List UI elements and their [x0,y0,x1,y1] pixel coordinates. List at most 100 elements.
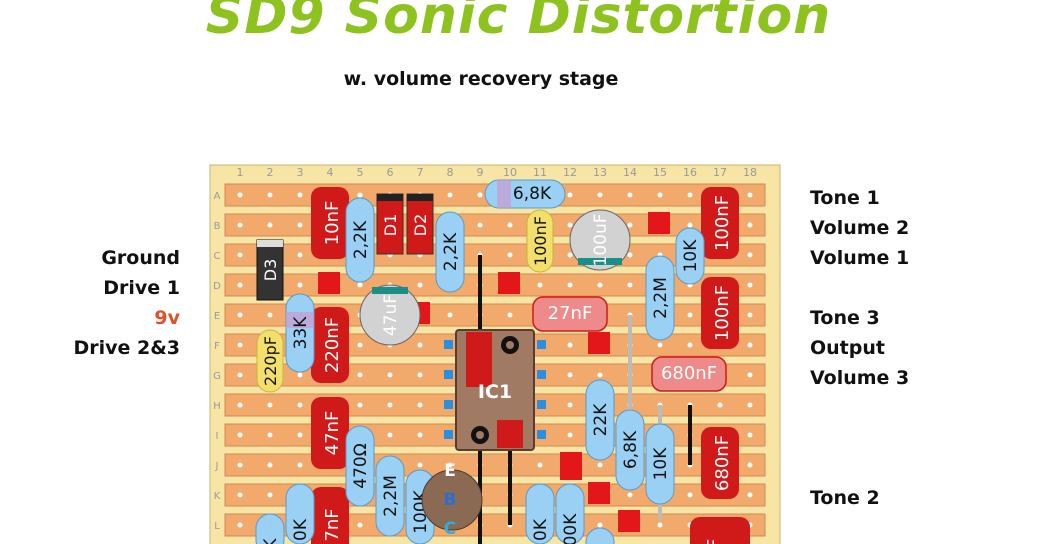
svg-text:2,2M: 2,2M [651,277,671,319]
strip-hole [297,252,303,258]
label-tone-1: Tone 1 [810,187,880,209]
strip-hole [507,312,513,318]
strip-hole [597,522,603,528]
strip-hole [717,402,723,408]
page-title: SD9 Sonic Distortion [205,0,832,46]
svg-text:27nF: 27nF [548,303,593,324]
label-tone-3: Tone 3 [810,307,880,329]
strip-hole [597,282,603,288]
capacitor-47nf: 7nF [311,487,349,544]
row-letter: B [214,221,221,232]
strip-hole [627,192,633,198]
transistor-base-label: B [444,490,457,510]
resistor-partial: 0K [285,483,315,544]
svg-text:680nF: 680nF [661,363,717,384]
resistor-6-8k: 6,8K [484,179,566,209]
strip-hole [567,372,573,378]
capacitor-680nf: 680nF [651,356,727,392]
column-number: 12 [563,166,577,179]
svg-text:100uF: 100uF [591,213,611,266]
strip-hole [597,462,603,468]
row-letter: I [216,431,219,442]
strip-hole [747,432,753,438]
svg-text:680nF: 680nF [712,435,733,491]
svg-text:220nF: 220nF [322,317,343,373]
strip-hole [477,192,483,198]
row-letter: F [214,341,220,352]
strip-hole [747,342,753,348]
transistor-collector-label: C [444,519,456,539]
row-letter: L [214,521,220,532]
label-9v: 9v [154,307,180,329]
strip-hole [597,372,603,378]
strip-hole [417,372,423,378]
strip-hole [747,222,753,228]
svg-text:D1: D1 [381,214,400,237]
column-number: 6 [387,166,394,179]
column-number: 4 [327,166,334,179]
strip-hole [237,432,243,438]
electrolytic-capacitor-47uf: 47uF [359,284,421,346]
diode-d1: D1 [376,193,404,255]
track-cut [318,272,340,294]
resistor-partial: 0K [525,483,555,544]
strip-hole [567,432,573,438]
column-number: 10 [503,166,517,179]
column-number: 9 [477,166,484,179]
strip-hole [357,192,363,198]
strip-hole [657,522,663,528]
strip-hole [747,402,753,408]
column-number: 17 [713,166,727,179]
svg-text:22K: 22K [591,403,611,437]
strip-hole [237,522,243,528]
copper-strip [224,453,766,477]
strip-hole [747,192,753,198]
transistor-emitter-label: E [444,461,456,481]
label-drive-2-3: Drive 2&3 [73,337,180,359]
strip-hole [627,492,633,498]
strip-hole [357,372,363,378]
strip-hole [417,432,423,438]
film-capacitor-220pf: 220pF [256,329,284,393]
svg-text:F: F [704,539,725,544]
row-letter: E [214,311,220,322]
resistor-partial [585,527,615,544]
column-number: 2 [267,166,274,179]
resistor-10k: 10K [645,423,675,505]
svg-text:10nF: 10nF [322,201,343,246]
strip-hole [237,492,243,498]
strip-hole [267,462,273,468]
strip-hole [267,192,273,198]
ic1-pad [466,332,492,387]
svg-text:100nF: 100nF [531,216,550,266]
diode-d2: D2 [406,193,434,255]
svg-text:7nF: 7nF [322,508,343,541]
column-number: 5 [357,166,364,179]
resistor-2-2m: 2,2M [645,255,675,341]
column-number: 14 [623,166,637,179]
strip-hole [567,282,573,288]
strip-hole [297,192,303,198]
ic1-pad [497,420,523,448]
resistor-6-8k: 6,8K [615,409,645,491]
track-cut [560,452,582,480]
strip-hole [507,222,513,228]
column-number: 7 [417,166,424,179]
strip-hole [567,342,573,348]
resistor-2-2k: 2,2K [435,211,465,293]
resistor-10k: 10K [675,227,705,285]
transistor: E B C [421,461,483,539]
strip-hole [687,342,693,348]
row-letter: C [214,251,221,262]
film-capacitor-100nf: 100nF [526,209,554,273]
resistor-2-2k: 2,2K [345,197,375,283]
strip-hole [657,342,663,348]
track-cut [618,510,640,532]
svg-text:47uF: 47uF [381,294,401,336]
strip-hole [417,342,423,348]
capacitor-680nf: 680nF [701,427,739,499]
row-letter: G [213,371,221,382]
resistor-partial: K [255,513,285,544]
capacitor-partial: F [690,517,750,544]
